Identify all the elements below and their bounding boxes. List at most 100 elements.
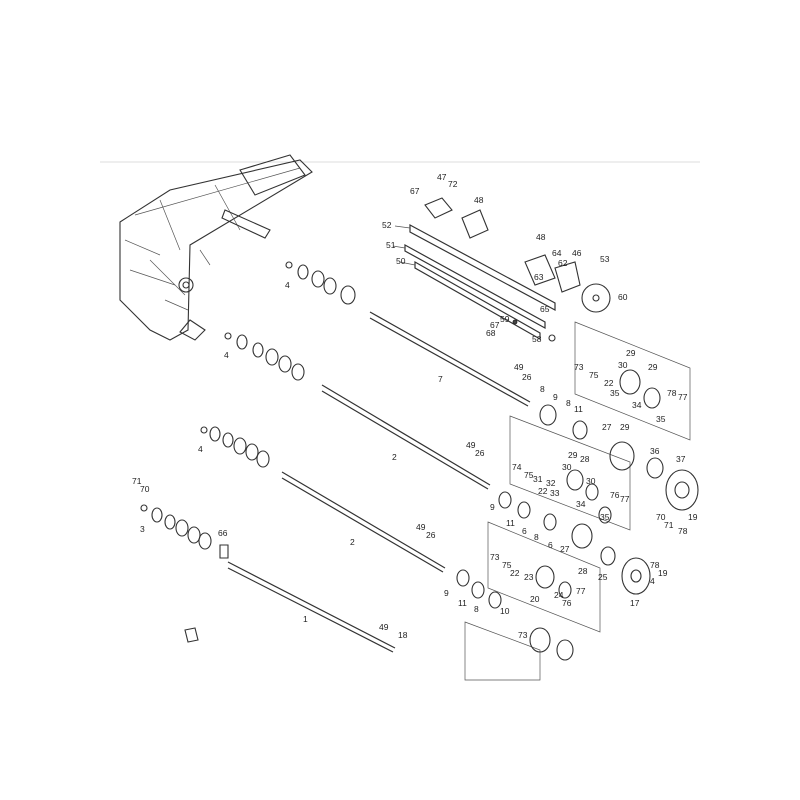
label-71b: 71 [664, 520, 674, 530]
label-52: 52 [382, 220, 392, 230]
label-76b: 76 [562, 598, 572, 608]
label-46: 46 [572, 248, 582, 258]
label-19b: 19 [658, 568, 668, 578]
label-24: 24 [554, 590, 564, 600]
shaft-7 [285, 261, 531, 407]
label-22c: 22 [510, 568, 520, 578]
label-70: 70 [140, 484, 150, 494]
label-27b: 27 [560, 544, 570, 554]
label-9c: 9 [444, 588, 449, 598]
label-49b: 49 [466, 440, 476, 450]
label-26b: 26 [475, 448, 485, 458]
label-29d: 29 [568, 450, 578, 460]
label-32: 32 [546, 478, 556, 488]
label-58: 58 [532, 334, 542, 344]
label-9: 9 [553, 392, 558, 402]
label-4c: 4 [198, 444, 203, 454]
label-48: 48 [474, 195, 484, 205]
label-11c: 11 [458, 598, 467, 608]
label-22: 22 [604, 378, 614, 388]
label-4: 4 [285, 280, 290, 290]
label-35b: 35 [656, 414, 666, 424]
label-28b: 28 [578, 566, 588, 576]
label-29: 29 [626, 348, 636, 358]
label-26c: 26 [426, 530, 436, 540]
label-23: 23 [524, 572, 534, 582]
label-78c: 78 [650, 560, 660, 570]
label-33: 33 [550, 488, 560, 498]
shaft-2-lower [200, 426, 446, 573]
label-8c: 8 [534, 532, 539, 542]
label-47: 47 [437, 172, 447, 182]
label-1: 1 [303, 614, 308, 624]
label-74: 74 [512, 462, 522, 472]
label-4d: 4 [650, 576, 655, 586]
label-37: 37 [676, 454, 686, 464]
label-60: 60 [618, 292, 628, 302]
label-63: 63 [534, 272, 544, 282]
label-50: 50 [396, 256, 406, 266]
label-31: 31 [533, 474, 543, 484]
label-8b: 8 [566, 398, 571, 408]
label-36: 36 [650, 446, 660, 456]
part-number-labels: 67 47 72 48 52 51 50 48 64 62 46 63 53 6… [132, 172, 698, 640]
label-64: 64 [552, 248, 562, 258]
label-59: 59 [500, 314, 510, 324]
label-9b: 9 [490, 502, 495, 512]
label-65: 65 [540, 304, 550, 314]
label-35: 35 [610, 388, 620, 398]
label-22b: 22 [538, 486, 548, 496]
label-30b: 30 [562, 462, 572, 472]
label-73c: 73 [518, 630, 528, 640]
label-53: 53 [600, 254, 610, 264]
label-71: 71 [132, 476, 142, 486]
label-29b: 29 [648, 362, 658, 372]
label-49d: 49 [379, 622, 389, 632]
label-75c: 75 [502, 560, 512, 570]
label-19: 19 [688, 512, 698, 522]
label-4b: 4 [224, 350, 229, 360]
label-27: 27 [602, 422, 612, 432]
label-68: 68 [486, 328, 496, 338]
machine-frame [119, 154, 313, 341]
label-30: 30 [618, 360, 628, 370]
label-62: 62 [558, 258, 568, 268]
label-67b: 67 [490, 320, 500, 330]
label-70b: 70 [656, 512, 666, 522]
shaft-1 [140, 504, 396, 653]
label-66: 66 [218, 528, 228, 538]
label-73: 73 [574, 362, 584, 372]
label-77b: 77 [620, 494, 630, 504]
label-28: 28 [580, 454, 590, 464]
label-6b: 6 [548, 540, 553, 550]
label-77: 77 [678, 392, 688, 402]
label-6: 6 [522, 526, 527, 536]
label-76: 76 [610, 490, 620, 500]
label-8d: 8 [474, 604, 479, 614]
label-67: 67 [410, 186, 420, 196]
sub-assembly-boxes [464, 321, 691, 681]
label-75: 75 [589, 370, 599, 380]
label-30c: 30 [586, 476, 596, 486]
label-2b: 2 [350, 537, 355, 547]
label-51: 51 [386, 240, 396, 250]
label-49: 49 [514, 362, 524, 372]
gear-components [456, 369, 699, 661]
bar-group [392, 197, 611, 342]
label-34b: 34 [576, 499, 586, 509]
label-78b: 78 [678, 526, 688, 536]
label-7: 7 [438, 374, 443, 384]
label-75b: 75 [524, 470, 534, 480]
label-78: 78 [667, 388, 677, 398]
label-49c: 49 [416, 522, 426, 532]
label-10: 10 [500, 606, 510, 616]
label-20: 20 [530, 594, 540, 604]
label-8: 8 [540, 384, 545, 394]
label-35c: 35 [600, 512, 610, 522]
label-18: 18 [398, 630, 408, 640]
label-72: 72 [448, 179, 458, 189]
shaft-2-upper [224, 332, 491, 490]
label-48b: 48 [536, 232, 546, 242]
label-11b: 11 [506, 518, 515, 528]
